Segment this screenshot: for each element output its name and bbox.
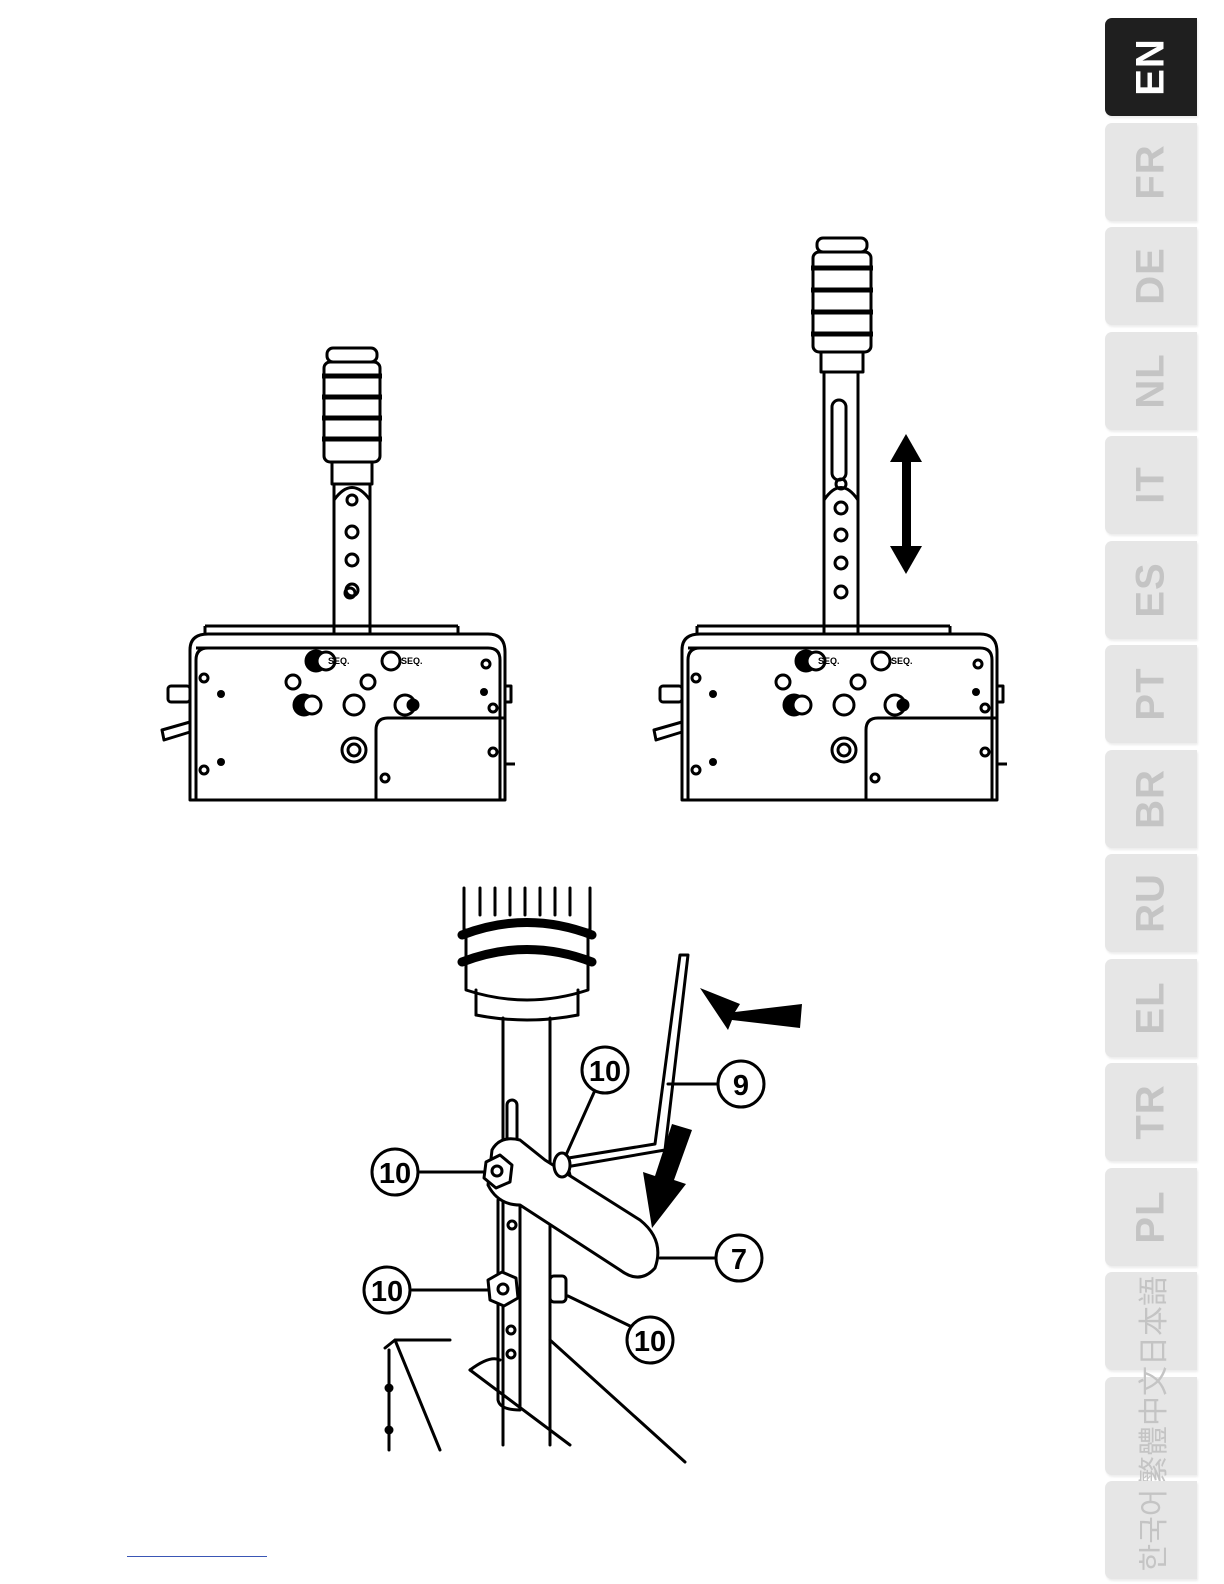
callout-allen-key: 9 — [733, 1070, 749, 1102]
callout-nut: 10 — [589, 1056, 621, 1088]
callout-nut: 10 — [371, 1276, 403, 1308]
footer-link-underline[interactable] — [127, 1556, 267, 1557]
arrow-left-icon — [700, 988, 802, 1030]
callout-wrench: 7 — [731, 1244, 747, 1276]
callout-nut: 10 — [634, 1326, 666, 1358]
callout-nut: 10 — [379, 1158, 411, 1190]
arrow-down-icon — [643, 1124, 692, 1228]
